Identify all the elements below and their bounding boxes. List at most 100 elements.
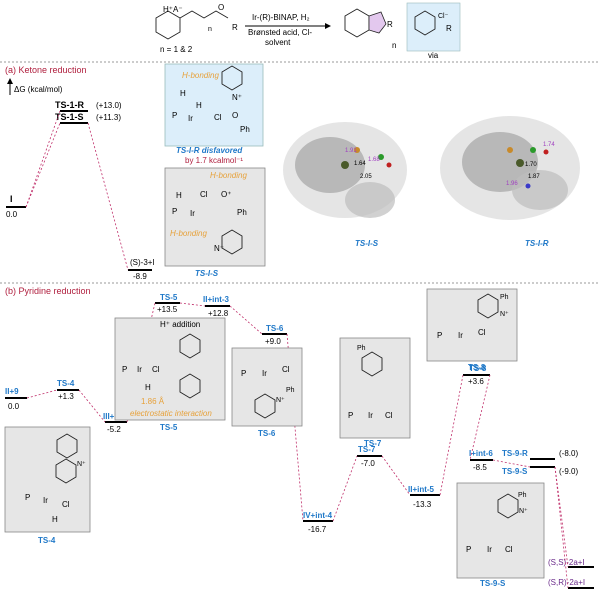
level-ts9r-name: TS-9-R [502,449,528,458]
level-ts6-value: +9.0 [265,337,281,346]
ts7-ring [361,351,383,377]
ts6-box-label: TS-6 [258,429,276,438]
level-ts9s-name: TS-9-S [502,467,528,476]
molecule-ring-r [512,170,568,210]
level-iv-int4-name: IV+int-4 [303,511,333,520]
atom-cl-s [378,154,384,160]
level-ii-int3-value: +12.8 [208,309,229,318]
level-ii-int5-name: II+int-5 [408,485,435,494]
reactant-r: R [232,23,238,32]
level-ii-int5-value: -13.3 [413,500,432,509]
ts-i-s-note2: H-bonding [170,229,207,238]
ts-i-r-ring [221,65,243,91]
path-b7 [332,455,358,522]
reactant-ion: H⁺A⁻ [163,5,183,14]
ts7-cl: Cl [385,411,393,420]
level-ts5-name: TS-5 [160,293,178,302]
ts9s-n: N⁺ [519,508,528,515]
ts9s-ir: Ir [487,545,492,554]
product-n: n [392,41,396,50]
path-b1 [26,389,58,399]
path-b9 [439,374,464,496]
level-I-name: I [10,194,13,204]
reactant-n: n [208,26,212,33]
path-b11 [492,459,531,468]
path-a1 [25,110,61,208]
level-ts9r-value: (-8.0) [559,449,578,458]
ts-i-r-ph: Ph [240,125,250,134]
via-ring [414,10,436,36]
ts7-ir: Ir [368,411,373,420]
ts5-ph-ring [179,373,201,399]
ts8-box-label: TS-8 [468,363,486,372]
ts8-ph: Ph [500,294,509,301]
ts-i-s-ph: Ph [237,208,247,217]
ts-i-s-ir: Ir [190,209,195,218]
ts-i-r-n: N⁺ [232,93,242,102]
atom-cl-r [530,147,536,153]
molecule-ring-s [345,182,395,218]
ts-i-s-o: O⁺ [221,190,231,199]
product-ring [344,8,370,38]
ts-i-s-cl: Cl [200,190,208,199]
ts8-n: N⁺ [500,311,509,318]
ts5-box [114,317,226,421]
ts-i-r-o: O [232,111,238,120]
ts-i-s-h1: H [176,191,182,200]
path-b12 [554,466,569,568]
ts-i-s-p: P [172,207,177,216]
reactant-n-label: n = 1 & 2 [160,45,193,54]
structure-s-label: TS-I-S [355,239,379,248]
ts8-ring [477,293,499,319]
level-s3-name: (S)-3+I [130,258,155,267]
carbonyl-o: O [218,3,224,12]
level-I-value: 0.0 [6,210,18,219]
ts7-box-label: TS-7 [364,439,382,448]
dist-s3: 1.64 [354,161,366,167]
ts-i-r-note: H-bonding [182,71,219,80]
ts5-note-dist: 1.86 Å [141,397,165,406]
ts-i-r-label: TS-I-R disfavored [176,146,243,155]
ts8-box-group: Ph N⁺ Ir P Cl TS-8 [426,288,518,372]
structure-ts-i-r: 1.74 1.70 1.96 1.87 TS-I-R [440,116,580,248]
dist-s1: 1.91 [345,148,357,154]
ts6-box [231,347,303,427]
ts4-h: H [52,515,58,524]
ts6-box-group: Ir P Cl N⁺ Ph TS-6 [231,347,303,438]
ts6-ring [254,393,276,419]
ts-i-r-label2: by 1.7 kcalmol⁻¹ [185,156,243,165]
ts6-p: P [241,369,246,378]
path-b8 [381,455,411,496]
level-sr-2a-name: (S,R)-2a+I [548,578,585,587]
path-b6 [286,333,304,522]
ts-i-r-h2: H [196,101,202,110]
ts-i-s-ring [221,229,243,255]
level-ts8-value: +3.6 [468,377,484,386]
path-b13 [554,466,569,589]
ts9s-box-label: TS-9-S [480,579,506,588]
ts9s-ph: Ph [518,492,527,499]
level-iv-int4-value: -16.7 [308,525,327,534]
ts9s-box [456,482,545,579]
ts4-ring1 [56,433,78,459]
level-i-int6-name: I+int-6 [469,449,493,458]
level-ts6-name: TS-6 [266,324,284,333]
path-b10 [469,374,491,461]
path-a2 [25,122,61,208]
ts6-ir: Ir [262,369,267,378]
via-box [406,2,461,52]
ts4-ring2 [55,458,77,484]
ts-i-r-cl: Cl [214,113,222,122]
level-ts4-name: TS-4 [57,379,75,388]
molecule-core-s [295,137,365,193]
level-iii-int2-value: -5.2 [107,425,121,434]
ts-i-r-ir: Ir [188,114,193,123]
section-a-title: (a) Ketone reduction [5,65,87,75]
path-b5 [229,305,263,335]
via-label: via [428,51,439,60]
ts-i-s-label: TS-I-S [195,269,219,278]
ts8-box [426,288,518,362]
ts8-p: P [437,331,442,340]
ts5-ir: Ir [137,365,142,374]
